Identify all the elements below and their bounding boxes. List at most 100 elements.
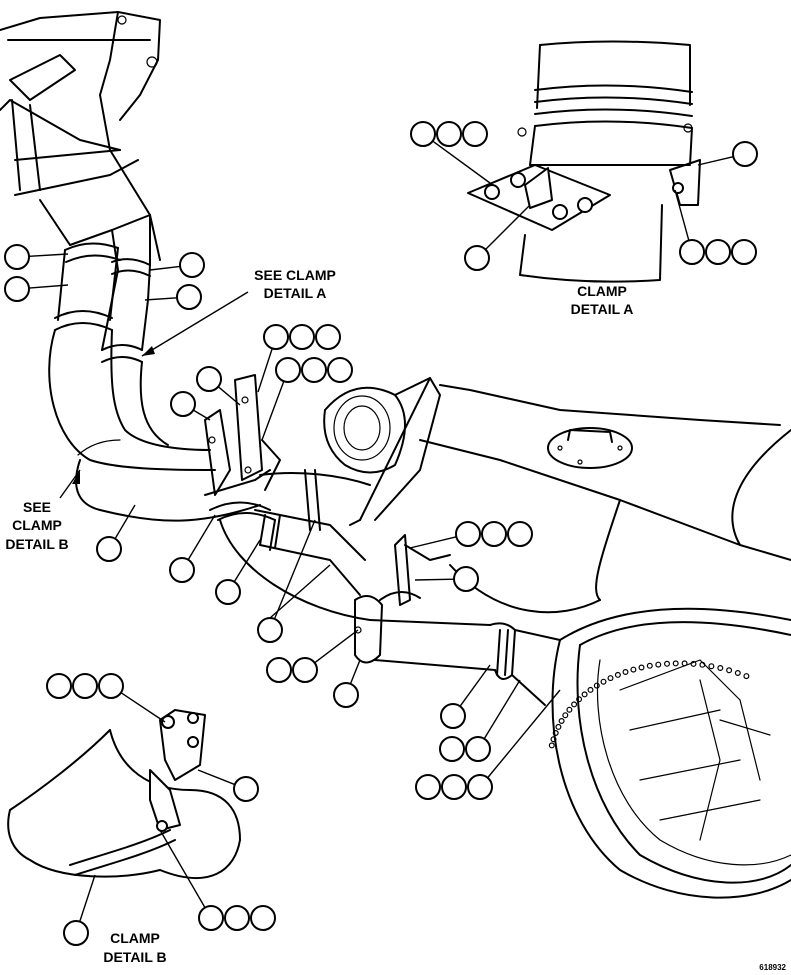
see-clamp-detail-b-line1: SEE bbox=[23, 499, 51, 515]
callout-bubble bbox=[250, 905, 276, 931]
callout-bubble bbox=[263, 324, 289, 350]
callout-bubble bbox=[72, 673, 98, 699]
callout-bracket-lower-leader bbox=[261, 381, 285, 441]
callout-bubble bbox=[410, 121, 436, 147]
callout-center-clamp-leader bbox=[314, 629, 359, 664]
callout-bubble bbox=[467, 774, 493, 800]
callout-tail-flange bbox=[415, 689, 561, 800]
callout-lower-clamp-leader bbox=[187, 514, 216, 561]
callout-tail-pipe-leader bbox=[483, 679, 521, 740]
callout-detail-a-bottom-right-leader bbox=[674, 189, 690, 241]
callout-center-bolt bbox=[333, 659, 361, 708]
callout-center-bolt-leader bbox=[349, 659, 361, 685]
center-brackets bbox=[204, 374, 281, 496]
callouts bbox=[4, 121, 758, 946]
callout-bubble bbox=[327, 357, 353, 383]
callout-bubble bbox=[96, 536, 122, 562]
bolt-hole bbox=[558, 717, 565, 724]
callout-lower-pipe-leader-2 bbox=[269, 564, 331, 619]
callout-bubble bbox=[4, 276, 30, 302]
bolt-hole bbox=[593, 682, 600, 689]
bolt-hole bbox=[699, 661, 706, 668]
callout-bubble bbox=[481, 521, 507, 547]
callout-bubble bbox=[705, 239, 731, 265]
upper-pipes bbox=[48, 214, 261, 522]
callout-detail-a-right-leader bbox=[697, 156, 734, 166]
callout-detail-a-bottom-left-leader bbox=[484, 204, 531, 251]
bolt-hole bbox=[550, 736, 557, 743]
bolt-hole bbox=[607, 675, 614, 682]
callout-bubble bbox=[441, 774, 467, 800]
bolt-hole bbox=[614, 671, 621, 678]
callout-detail-a-top-left-leader bbox=[432, 140, 491, 184]
callout-tail-bellows bbox=[440, 664, 491, 729]
center-pipe bbox=[209, 469, 371, 621]
callout-bubble bbox=[266, 657, 292, 683]
callout-upper-pipe-lower bbox=[4, 276, 69, 302]
callout-bubble bbox=[679, 239, 705, 265]
right-clamps bbox=[354, 534, 561, 706]
callout-right-bracket-leader bbox=[414, 578, 455, 581]
callout-bubble bbox=[198, 905, 224, 931]
bolt-hole bbox=[690, 660, 697, 667]
callout-upper-pipe-leader bbox=[28, 253, 69, 257]
bolt-hole bbox=[717, 664, 724, 671]
callout-detail-a-bottom-left bbox=[464, 204, 531, 271]
clamp-detail-b bbox=[7, 709, 241, 880]
see-detail-b-arrow bbox=[59, 469, 81, 499]
callout-bubble bbox=[333, 682, 359, 708]
bolt-hole bbox=[552, 729, 559, 736]
callout-lower-clamp bbox=[169, 514, 216, 583]
callout-bracket-upper-leader bbox=[257, 348, 273, 393]
callout-detail-a-top-left bbox=[410, 121, 491, 184]
callout-bubble bbox=[464, 245, 490, 271]
callout-bubble bbox=[732, 141, 758, 167]
callout-bracket-left bbox=[196, 366, 241, 406]
bolt-hole bbox=[663, 660, 670, 667]
bolt-hole bbox=[566, 706, 573, 713]
callout-detail-b-left-leader bbox=[79, 874, 96, 922]
callout-lower-pipe bbox=[257, 519, 331, 643]
callout-flex-pipe-leader bbox=[144, 297, 178, 301]
callout-bubble bbox=[176, 284, 202, 310]
see-clamp-detail-a-line1: SEE CLAMP bbox=[254, 267, 336, 283]
bolt-hole bbox=[681, 660, 688, 667]
callout-bubble bbox=[215, 579, 241, 605]
callout-detail-a-right bbox=[697, 141, 758, 167]
callout-bubble bbox=[98, 673, 124, 699]
callout-bubble bbox=[169, 557, 195, 583]
callout-bubble bbox=[436, 121, 462, 147]
callout-bracket-lower bbox=[261, 357, 353, 441]
bolt-hole bbox=[743, 673, 750, 680]
see-clamp-detail-b-line2: CLAMP bbox=[12, 517, 62, 533]
callout-lower-bellows-leader bbox=[233, 539, 261, 583]
callout-detail-b-right bbox=[197, 769, 259, 802]
see-detail-a-arrow bbox=[141, 291, 249, 357]
labels: SEE CLAMP DETAIL A CLAMP DETAIL A SEE CL… bbox=[5, 267, 786, 972]
callout-main-pipe-leader bbox=[114, 504, 136, 540]
callout-detail-b-right-leader bbox=[197, 769, 236, 786]
callout-detail-b-top bbox=[46, 673, 166, 723]
bolt-hole bbox=[622, 668, 629, 675]
callout-bubble bbox=[179, 252, 205, 278]
callout-lower-pipe-leader bbox=[273, 519, 316, 620]
bolt-hole bbox=[571, 701, 578, 708]
clamp-detail-b-title-line2: DETAIL B bbox=[103, 949, 166, 965]
clamp-detail-a bbox=[467, 40, 701, 283]
callout-flex-clamp-leader bbox=[149, 265, 181, 271]
callout-right-clamp bbox=[409, 521, 533, 549]
callout-detail-b-bottom bbox=[159, 829, 276, 931]
callout-tail-flange-leader bbox=[487, 689, 561, 779]
bolt-hole bbox=[672, 660, 679, 667]
figure-code: 618932 bbox=[759, 963, 786, 972]
callout-tail-bellows-leader bbox=[459, 664, 491, 707]
bolt-hole bbox=[581, 691, 588, 698]
bolt-hole bbox=[726, 667, 733, 674]
callout-main-pipe bbox=[96, 504, 136, 562]
callout-detail-b-bottom-leader bbox=[159, 829, 206, 908]
callout-upper-pipe bbox=[4, 244, 69, 270]
bolt-hole bbox=[638, 664, 645, 671]
callout-bubble bbox=[289, 324, 315, 350]
